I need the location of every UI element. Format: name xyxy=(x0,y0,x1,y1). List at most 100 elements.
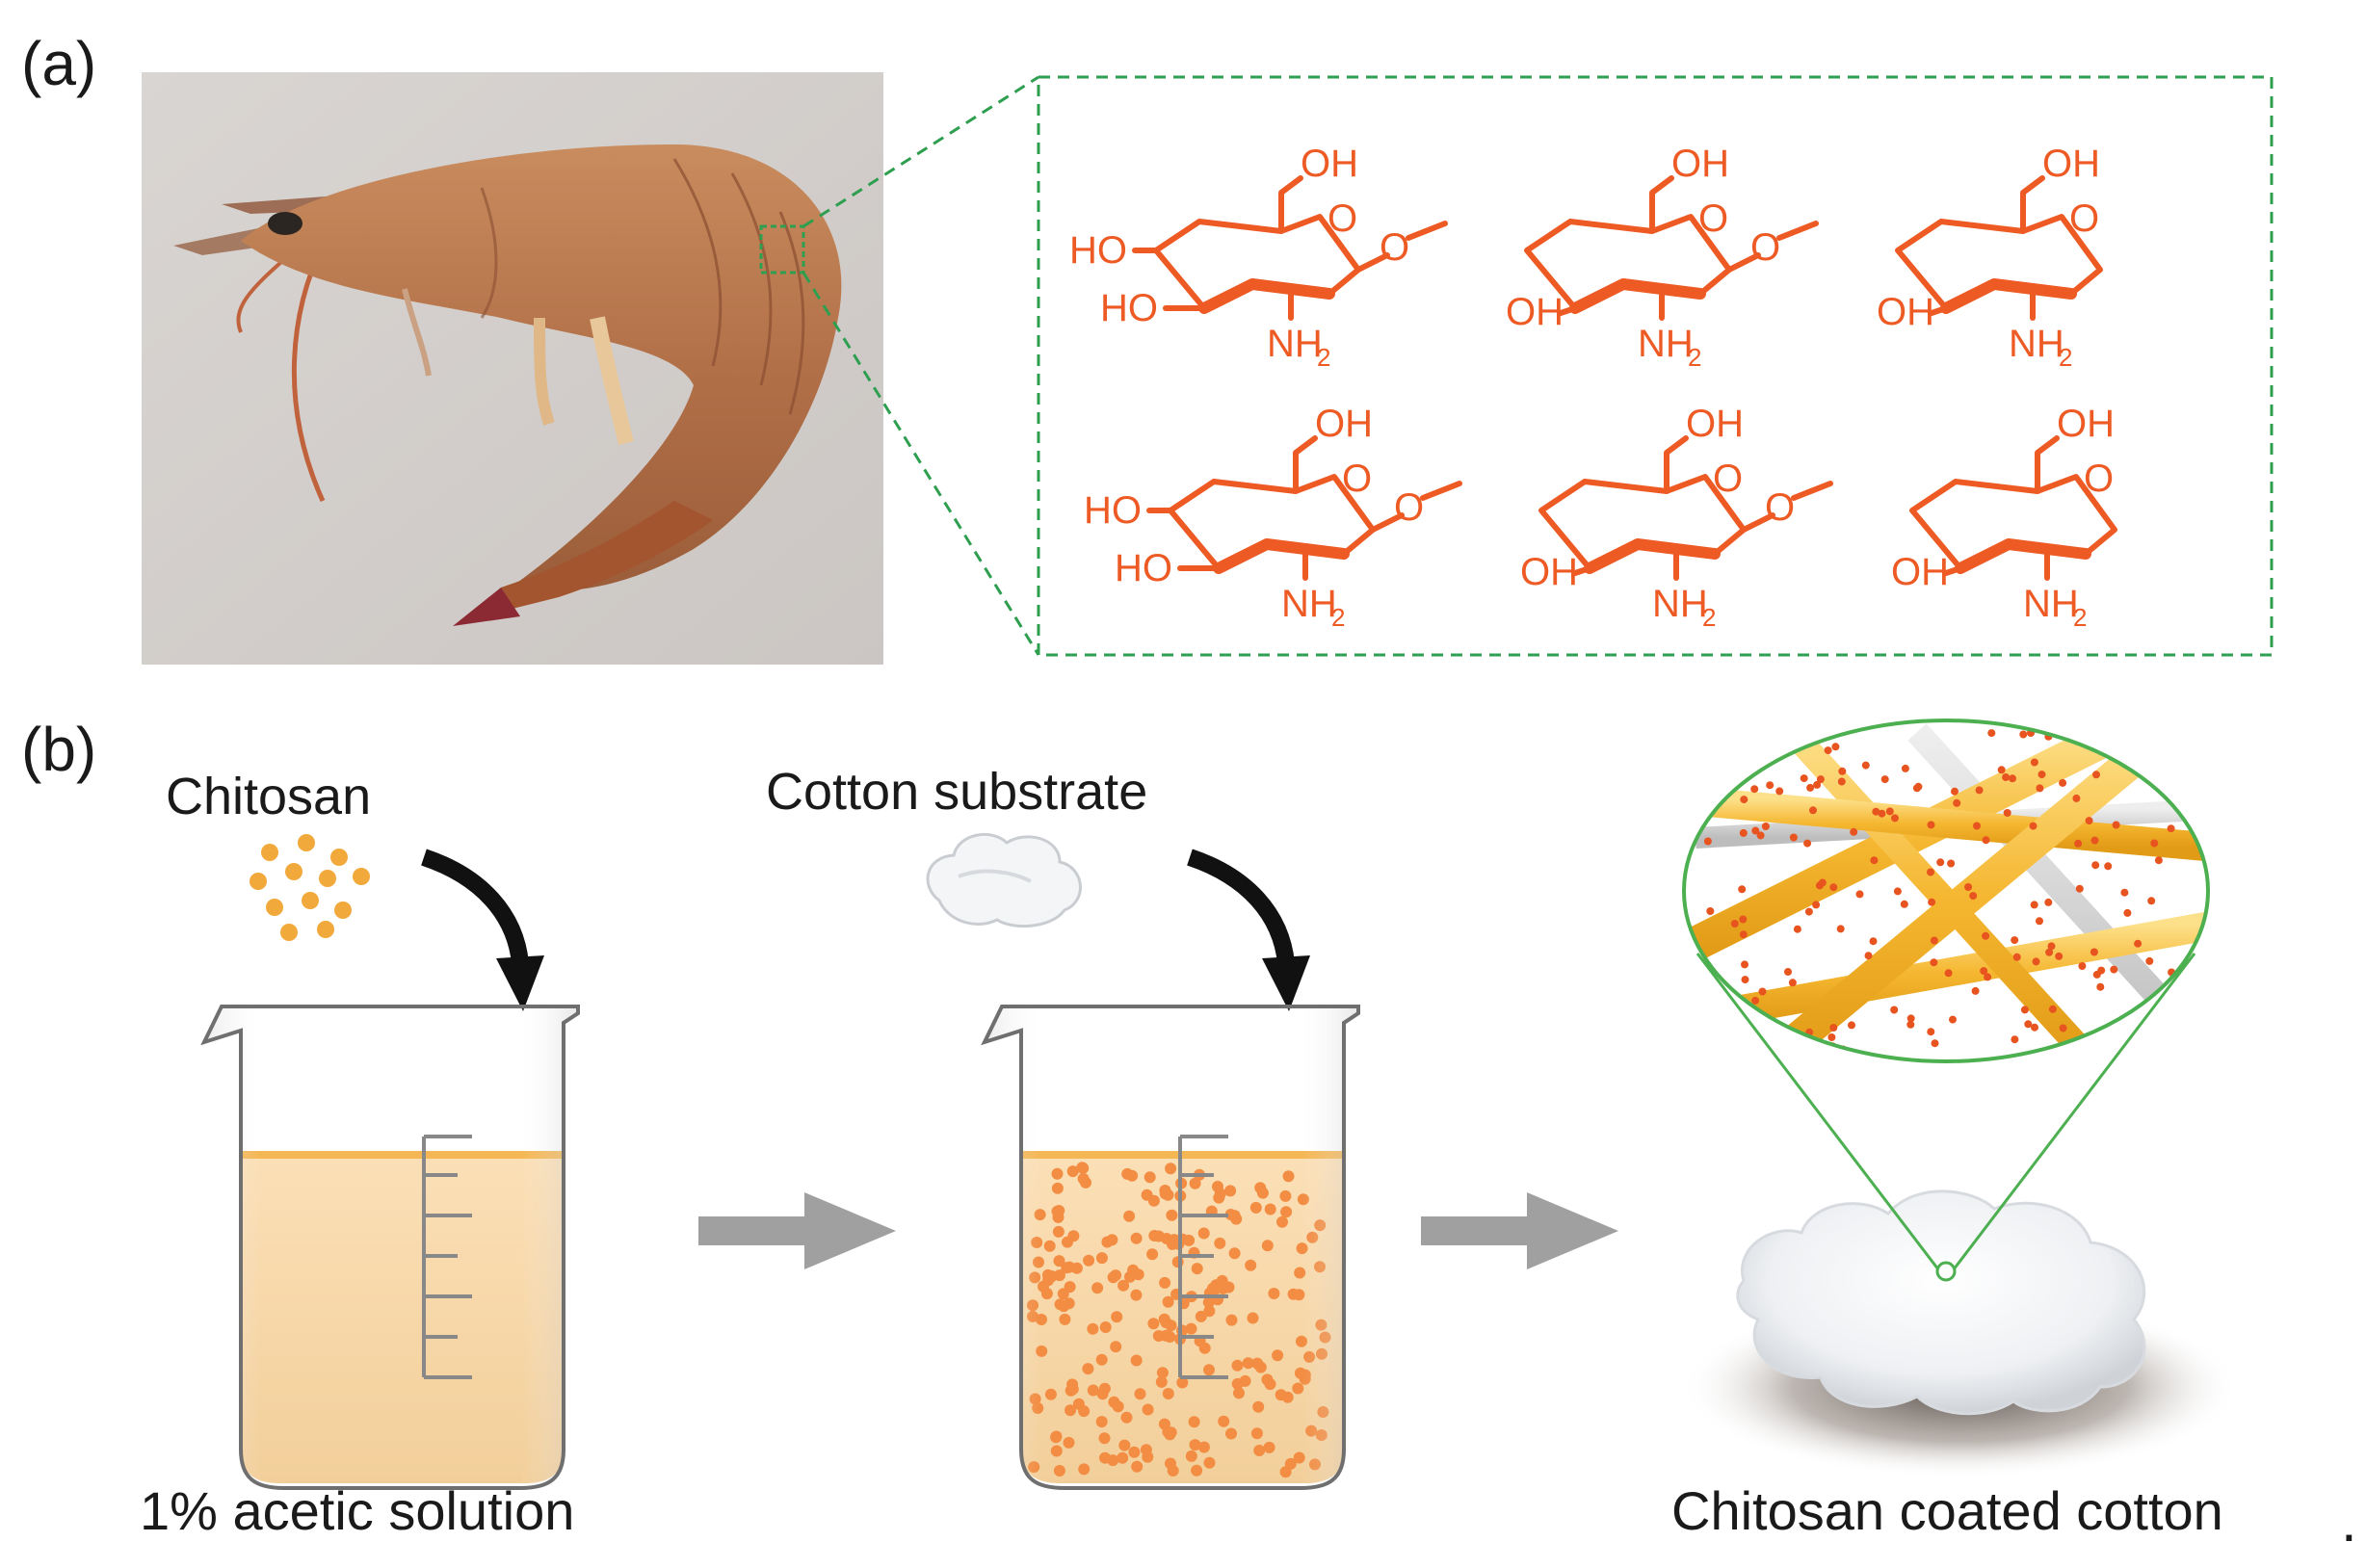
chitosan-dot xyxy=(1724,768,1733,776)
ring-bold-edge xyxy=(1955,538,2091,574)
chitosan-dot xyxy=(2036,917,2043,926)
ring-bold-edge xyxy=(1569,278,1706,314)
chitosan-dot xyxy=(2134,939,2143,948)
chitosan-dot xyxy=(1949,1015,1957,1024)
nh2-label: NH xyxy=(2023,583,2079,625)
ho-label: HO xyxy=(1084,489,1142,532)
chitosan-dot xyxy=(1751,996,1760,1005)
ho-label: HO xyxy=(1100,287,1158,329)
chitosan-dot xyxy=(1880,775,1889,784)
chitosan-dot xyxy=(2188,764,2196,772)
chitosan-dot xyxy=(2012,953,2021,961)
chitosan-dot xyxy=(2048,1005,2057,1013)
magnifier-cone xyxy=(1696,953,2196,1282)
chitosan-dot xyxy=(1906,1014,1915,1023)
chitosan-dot xyxy=(1726,779,1735,788)
beaker-acetic-solution xyxy=(200,1005,580,1490)
chitosan-dot xyxy=(2072,794,2081,802)
ho-label: HO xyxy=(1069,229,1127,272)
process-arrow-2 xyxy=(1421,1192,1618,1269)
chitosan-dot xyxy=(1750,785,1759,794)
ring-bold-edge xyxy=(1198,278,1335,314)
curved-arrow-2 xyxy=(1187,849,1310,1011)
chitosan-dot xyxy=(1827,1033,1836,1041)
nh2-label-subscript: 2 xyxy=(1331,603,1345,632)
chitosan-dot xyxy=(2002,773,2011,781)
ch2oh-bond xyxy=(2020,175,2045,234)
ch2oh-bond xyxy=(1278,175,1303,234)
ring-oxygen-label: O xyxy=(2084,457,2114,500)
chitosan-dot xyxy=(1812,901,1821,909)
chitosan-dot xyxy=(1869,937,1878,946)
ring-oxygen-label: O xyxy=(2069,197,2099,240)
chitosan-dot xyxy=(1930,958,1938,967)
chitosan-dot xyxy=(2044,898,2053,906)
chitosan-dot xyxy=(2059,1024,2067,1032)
chitosan-dot xyxy=(1964,883,1973,891)
chitosan-dot xyxy=(1885,807,1894,816)
chitosan-dot xyxy=(1969,892,1978,901)
fiber-lens xyxy=(1682,719,2210,1063)
nh2-label-subscript: 2 xyxy=(1317,343,1330,372)
chitosan-dot xyxy=(1906,1020,1915,1029)
chitosan-dot xyxy=(2085,817,2093,825)
cotton-ball-icon xyxy=(926,833,1082,928)
chitosan-dot xyxy=(2112,821,2120,829)
chitosan-dot xyxy=(2096,982,2105,991)
nh2-label: NH xyxy=(2009,323,2064,365)
chitosan-dot xyxy=(1738,885,1747,894)
chitosan-dot xyxy=(2032,957,2040,966)
chitosan-dot xyxy=(1944,969,1953,978)
chitosan-dot xyxy=(1761,823,1770,830)
chitosan-dot xyxy=(1837,777,1846,786)
chitosan-dot xyxy=(2009,774,2016,783)
chitosan-dot xyxy=(1927,821,1935,829)
chitosan-dot xyxy=(2029,822,2037,830)
chitosan-dot xyxy=(1803,839,1812,848)
chitosan-dot xyxy=(1951,787,1959,796)
chitosan-dot xyxy=(1706,907,1715,915)
chitosan-particle xyxy=(330,849,348,866)
chitosan-dot xyxy=(2123,908,2132,917)
chitosan-dot xyxy=(1971,986,1980,995)
chitosan-dot xyxy=(1901,764,1909,772)
chitosan-dot xyxy=(1751,826,1760,835)
chitosan-dot xyxy=(2179,784,2188,793)
ch2oh-bond xyxy=(1664,435,1689,494)
oh-bond xyxy=(1558,305,1578,316)
chitosan-dot xyxy=(2104,862,2113,871)
glycosidic-bond xyxy=(1776,221,1819,241)
nh2-label-subscript: 2 xyxy=(1688,343,1701,372)
glycosidic-bond xyxy=(1406,221,1448,241)
oh-label: OH xyxy=(1520,551,1578,593)
ring-oxygen-label: O xyxy=(1698,197,1728,240)
chitosan-dot xyxy=(1984,973,1992,981)
glycosidic-oxygen-label: O xyxy=(1750,226,1780,269)
chitosan-dot xyxy=(2147,897,2156,905)
chitosan-dot xyxy=(2036,784,2044,793)
chitosan-dot xyxy=(1816,775,1825,784)
chitosan-dot xyxy=(1806,783,1815,792)
oh-bond xyxy=(1943,565,1963,576)
chitosan-dot xyxy=(2182,729,2191,738)
chitosan-dot xyxy=(1741,976,1749,984)
chitosan-dot xyxy=(2090,948,2098,956)
chitosan-dot xyxy=(2154,856,2163,865)
chitosan-particles xyxy=(250,834,370,941)
chitosan-dot xyxy=(1891,814,1899,823)
chitosan-dot xyxy=(2090,836,2099,845)
ring-bold-edge xyxy=(1940,278,2077,314)
panel-b-label: (b) xyxy=(21,715,96,784)
chitosan-dot xyxy=(2106,1040,2115,1049)
chitosan-dot xyxy=(2168,728,2175,737)
ring-oxygen-label: O xyxy=(1342,457,1372,500)
trailing-dot: . xyxy=(2341,1489,2357,1554)
oh-label: OH xyxy=(1891,551,1949,593)
glycosidic-oxygen-label: O xyxy=(1394,486,1424,529)
chitosan-dot xyxy=(2003,809,2011,817)
zoom-line-bottom xyxy=(802,272,1040,656)
chitosan-dot xyxy=(2120,888,2129,897)
chitosan-dot xyxy=(1836,925,1845,933)
